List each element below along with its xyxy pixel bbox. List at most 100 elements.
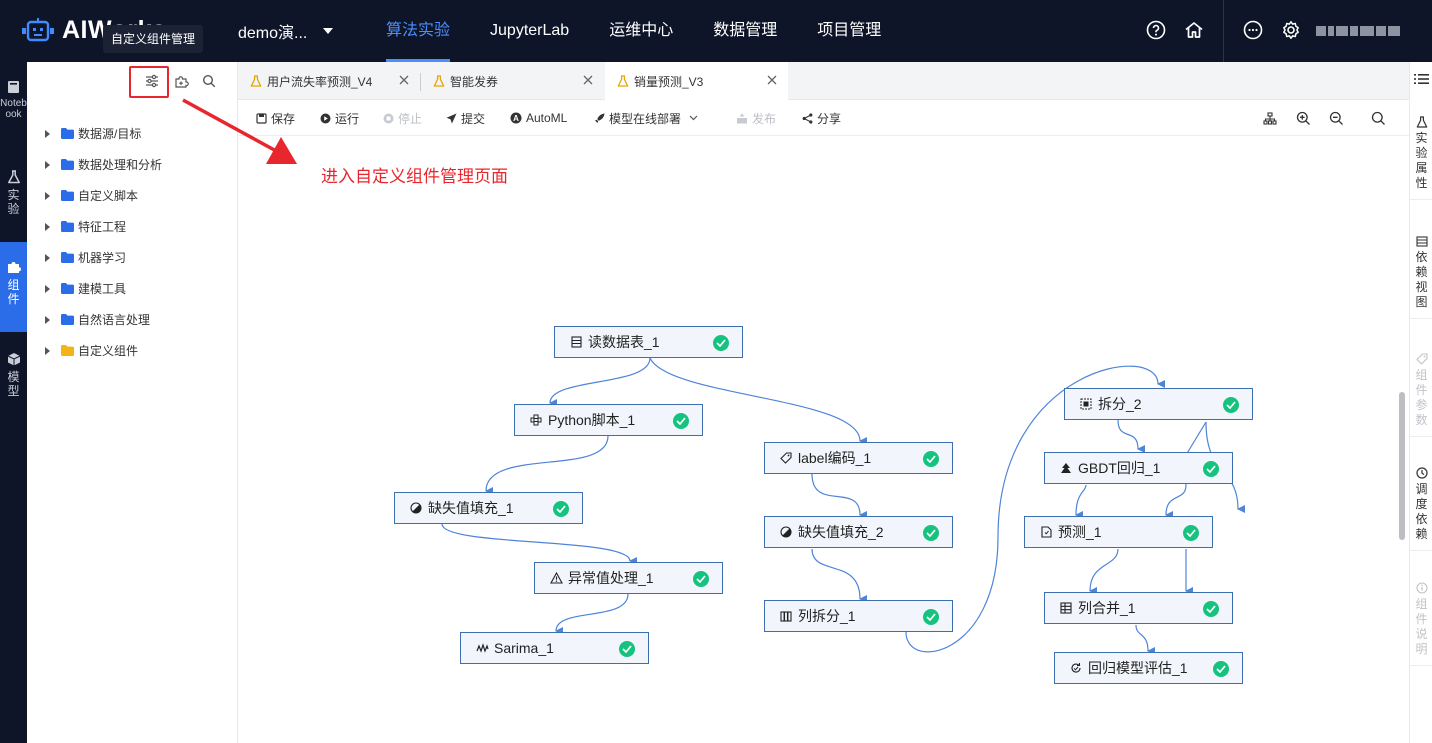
caret-down-icon [323, 28, 334, 34]
tab-divider [420, 73, 421, 91]
caret-right-icon[interactable] [45, 346, 50, 355]
cube-icon [7, 353, 20, 366]
folder-icon [61, 252, 74, 263]
help-icon[interactable] [1145, 19, 1167, 41]
tree-item-modeling-tools[interactable]: 建模工具 [27, 273, 238, 304]
node-outlier-handling[interactable]: 异常值处理_1 [534, 562, 723, 594]
edge [485, 435, 609, 496]
node-fill-missing-1[interactable]: 缺失值填充_1 [394, 492, 583, 524]
node-read-table[interactable]: 读数据表_1 [554, 326, 743, 358]
node-python-script[interactable]: Python脚本_1 [514, 404, 703, 436]
stop-button[interactable]: 停止 [383, 109, 422, 127]
caret-right-icon[interactable] [45, 315, 50, 324]
add-component-button[interactable] [170, 70, 192, 92]
tree-item-custom-script[interactable]: 自定义脚本 [27, 180, 238, 211]
custom-component-management-button[interactable] [141, 70, 163, 92]
node-column-merge[interactable]: 列合并_1 [1044, 592, 1233, 624]
node-regression-evaluation[interactable]: 回归模型评估_1 [1054, 652, 1243, 684]
zoom-in-button[interactable] [1294, 109, 1312, 127]
evaluation-icon [1069, 661, 1083, 675]
tree-item-label: 自然语言处理 [78, 313, 151, 327]
success-check-icon [619, 641, 635, 657]
tab-sales-forecast[interactable]: 销量预测_V3 [605, 62, 788, 100]
publish-button[interactable]: 发布 [736, 109, 776, 127]
dependency-view-icon [1415, 236, 1428, 247]
right-rail-component-description[interactable]: 组件说明 [1410, 582, 1432, 666]
folder-icon [61, 159, 74, 170]
rail-item-notebook[interactable]: Notebook [0, 80, 27, 120]
tree-item-data-processing[interactable]: 数据处理和分析 [27, 149, 238, 180]
search-component-button[interactable] [198, 70, 220, 92]
run-button[interactable]: 运行 [320, 109, 359, 127]
add-component-icon [174, 75, 189, 88]
tree-item-nlp[interactable]: 自然语言处理 [27, 304, 238, 335]
rail-label-component: 组件 [7, 278, 20, 306]
close-icon[interactable] [582, 74, 594, 86]
right-rail-dependency-view[interactable]: 依赖视图 [1410, 236, 1432, 319]
message-icon[interactable] [1242, 19, 1264, 41]
save-button[interactable]: 保存 [256, 109, 295, 127]
tree-item-datasource[interactable]: 数据源/目标 [27, 118, 238, 149]
node-label-encoding[interactable]: label编码_1 [764, 442, 953, 474]
canvas-scrollbar[interactable] [1399, 392, 1405, 540]
caret-right-icon[interactable] [45, 160, 50, 169]
gear-icon[interactable] [1280, 19, 1302, 41]
menu-icon[interactable] [1414, 73, 1429, 85]
rail-label-notebook: Notebook [0, 98, 27, 120]
robot-logo-icon [22, 18, 54, 42]
sliders-icon [146, 74, 158, 88]
rail-item-component[interactable]: 组件 [0, 242, 27, 332]
model-deploy-dropdown[interactable]: 模型在线部署 [594, 109, 698, 127]
tab-churn-prediction[interactable]: 用户流失率预测_V4 [238, 62, 420, 100]
caret-right-icon[interactable] [45, 222, 50, 231]
rail-item-model[interactable]: 模型 [0, 352, 27, 398]
nav-item-data-management[interactable]: 数据管理 [713, 22, 778, 39]
right-rail-experiment-properties[interactable]: 实验属性 [1410, 116, 1432, 200]
tree-item-feature-engineering[interactable]: 特征工程 [27, 211, 238, 242]
auto-layout-button[interactable] [1261, 109, 1279, 127]
nav-item-ops-center[interactable]: 运维中心 [609, 22, 674, 39]
search-node-button[interactable] [1369, 109, 1387, 127]
node-sarima[interactable]: Sarima_1 [460, 632, 649, 664]
project-selector[interactable]: demo演... [238, 19, 334, 43]
automl-button[interactable]: A AutoML [510, 109, 567, 127]
close-icon[interactable] [766, 74, 778, 86]
right-rail-component-params[interactable]: 组件参数 [1410, 353, 1432, 437]
node-predict[interactable]: 预测_1 [1024, 516, 1213, 548]
node-fill-missing-2[interactable]: 缺失值填充_2 [764, 516, 953, 548]
right-rail-label: 组件参数 [1415, 368, 1428, 427]
rail-item-experiment[interactable]: 实验 [0, 170, 27, 216]
caret-right-icon[interactable] [45, 129, 50, 138]
tree-item-label: 数据源/目标 [78, 127, 142, 141]
right-rail-schedule-dependency[interactable]: 调度依赖 [1410, 467, 1432, 551]
home-icon[interactable] [1183, 19, 1205, 41]
flask-icon [7, 170, 20, 184]
automl-label: AutoML [526, 111, 568, 125]
folder-icon [61, 128, 74, 139]
tree-item-machine-learning[interactable]: 机器学习 [27, 242, 238, 273]
node-column-split[interactable]: 列拆分_1 [764, 600, 953, 632]
submit-button[interactable]: 提交 [446, 109, 485, 127]
node-split[interactable]: 拆分_2 [1064, 388, 1253, 420]
tab-smart-coupon[interactable]: 智能发券 [421, 62, 604, 100]
document-icon [1039, 525, 1053, 539]
experiment-canvas[interactable]: 进入自定义组件管理页面 读数据表_1 [238, 137, 1409, 743]
nav-item-jupyterlab[interactable]: JupyterLab [490, 22, 570, 39]
share-button[interactable]: 分享 [802, 109, 841, 127]
share-label: 分享 [817, 111, 842, 126]
folder-icon [61, 221, 74, 232]
node-label: 列合并_1 [1078, 600, 1136, 616]
edge [649, 357, 868, 445]
tree-item-custom-component[interactable]: 自定义组件 [27, 335, 238, 366]
node-gbdt-regression[interactable]: GBDT回归_1 [1044, 452, 1233, 484]
caret-right-icon[interactable] [45, 191, 50, 200]
caret-right-icon[interactable] [45, 284, 50, 293]
nav-item-algorithm-experiment[interactable]: 算法实验 [366, 0, 470, 62]
caret-right-icon[interactable] [45, 253, 50, 262]
user-account[interactable] [1316, 26, 1400, 36]
search-icon [202, 74, 216, 88]
nav-item-project-management[interactable]: 项目管理 [817, 22, 882, 39]
zoom-out-button[interactable] [1327, 109, 1345, 127]
close-icon[interactable] [398, 74, 410, 86]
tree-item-label: 自定义脚本 [78, 189, 139, 203]
